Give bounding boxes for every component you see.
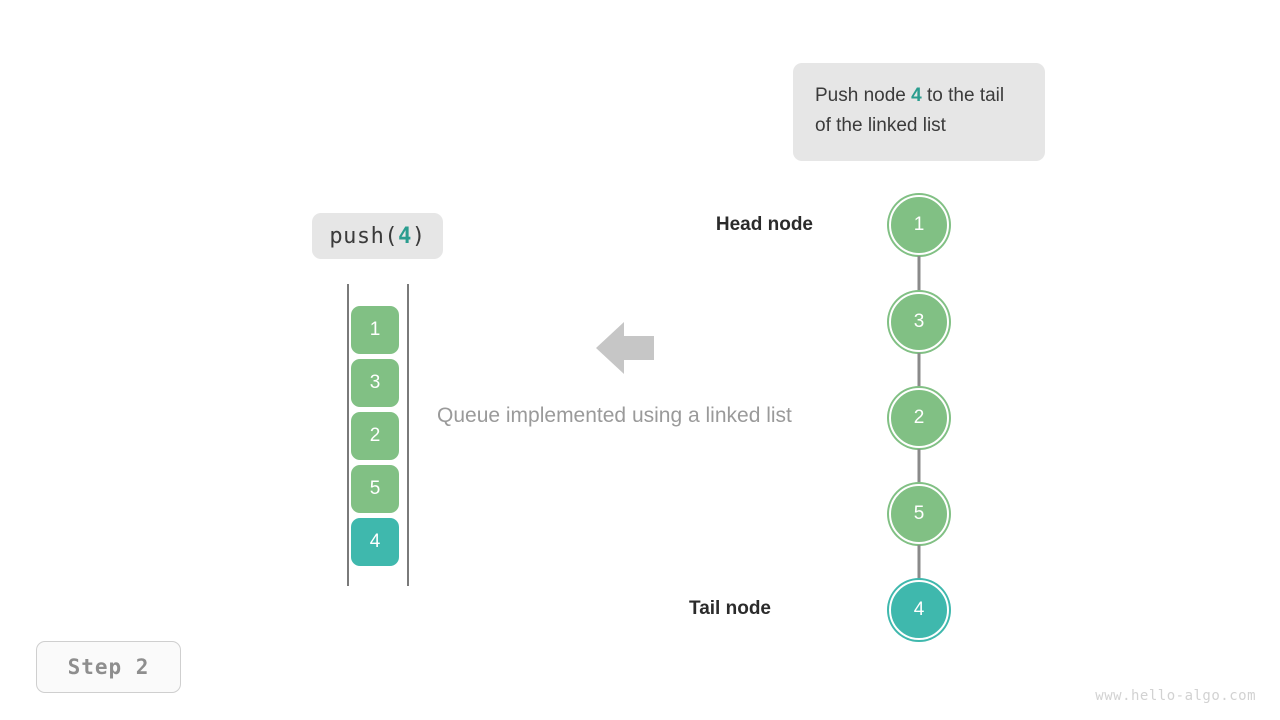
queue-array: 1 3 2 5 4 xyxy=(340,284,416,586)
operation-suffix: ) xyxy=(411,223,426,249)
callout-text-after: to the tail of the linked list xyxy=(815,85,1005,136)
queue-cell: 2 xyxy=(351,412,399,460)
watermark: www.hello-algo.com xyxy=(1095,688,1256,704)
callout-tooltip: Push node 4 to the tail of the linked li… xyxy=(793,63,1045,161)
list-node: 2 xyxy=(889,388,949,448)
left-arrow-icon xyxy=(596,322,654,374)
list-node-highlighted: 4 xyxy=(889,580,949,640)
list-node: 3 xyxy=(889,292,949,352)
queue-cell: 3 xyxy=(351,359,399,407)
callout-text-before: Push node xyxy=(815,85,912,106)
diagram-caption: Queue implemented using a linked list xyxy=(437,404,792,427)
queue-cell-highlighted: 4 xyxy=(351,518,399,566)
callout-accent-value: 4 xyxy=(911,85,922,106)
step-badge: Step 2 xyxy=(36,641,181,693)
queue-cell: 1 xyxy=(351,306,399,354)
tail-node-label: Tail node xyxy=(689,598,771,619)
operation-prefix: push( xyxy=(329,223,399,249)
list-node: 5 xyxy=(889,484,949,544)
operation-badge: push(4) xyxy=(312,213,443,259)
queue-cell-list: 1 3 2 5 4 xyxy=(351,306,399,566)
queue-rail-right xyxy=(407,284,409,586)
head-node-label: Head node xyxy=(715,214,813,235)
list-node: 1 xyxy=(889,195,949,255)
queue-cell: 5 xyxy=(351,465,399,513)
queue-rail-left xyxy=(347,284,349,586)
operation-accent-value: 4 xyxy=(398,223,412,249)
